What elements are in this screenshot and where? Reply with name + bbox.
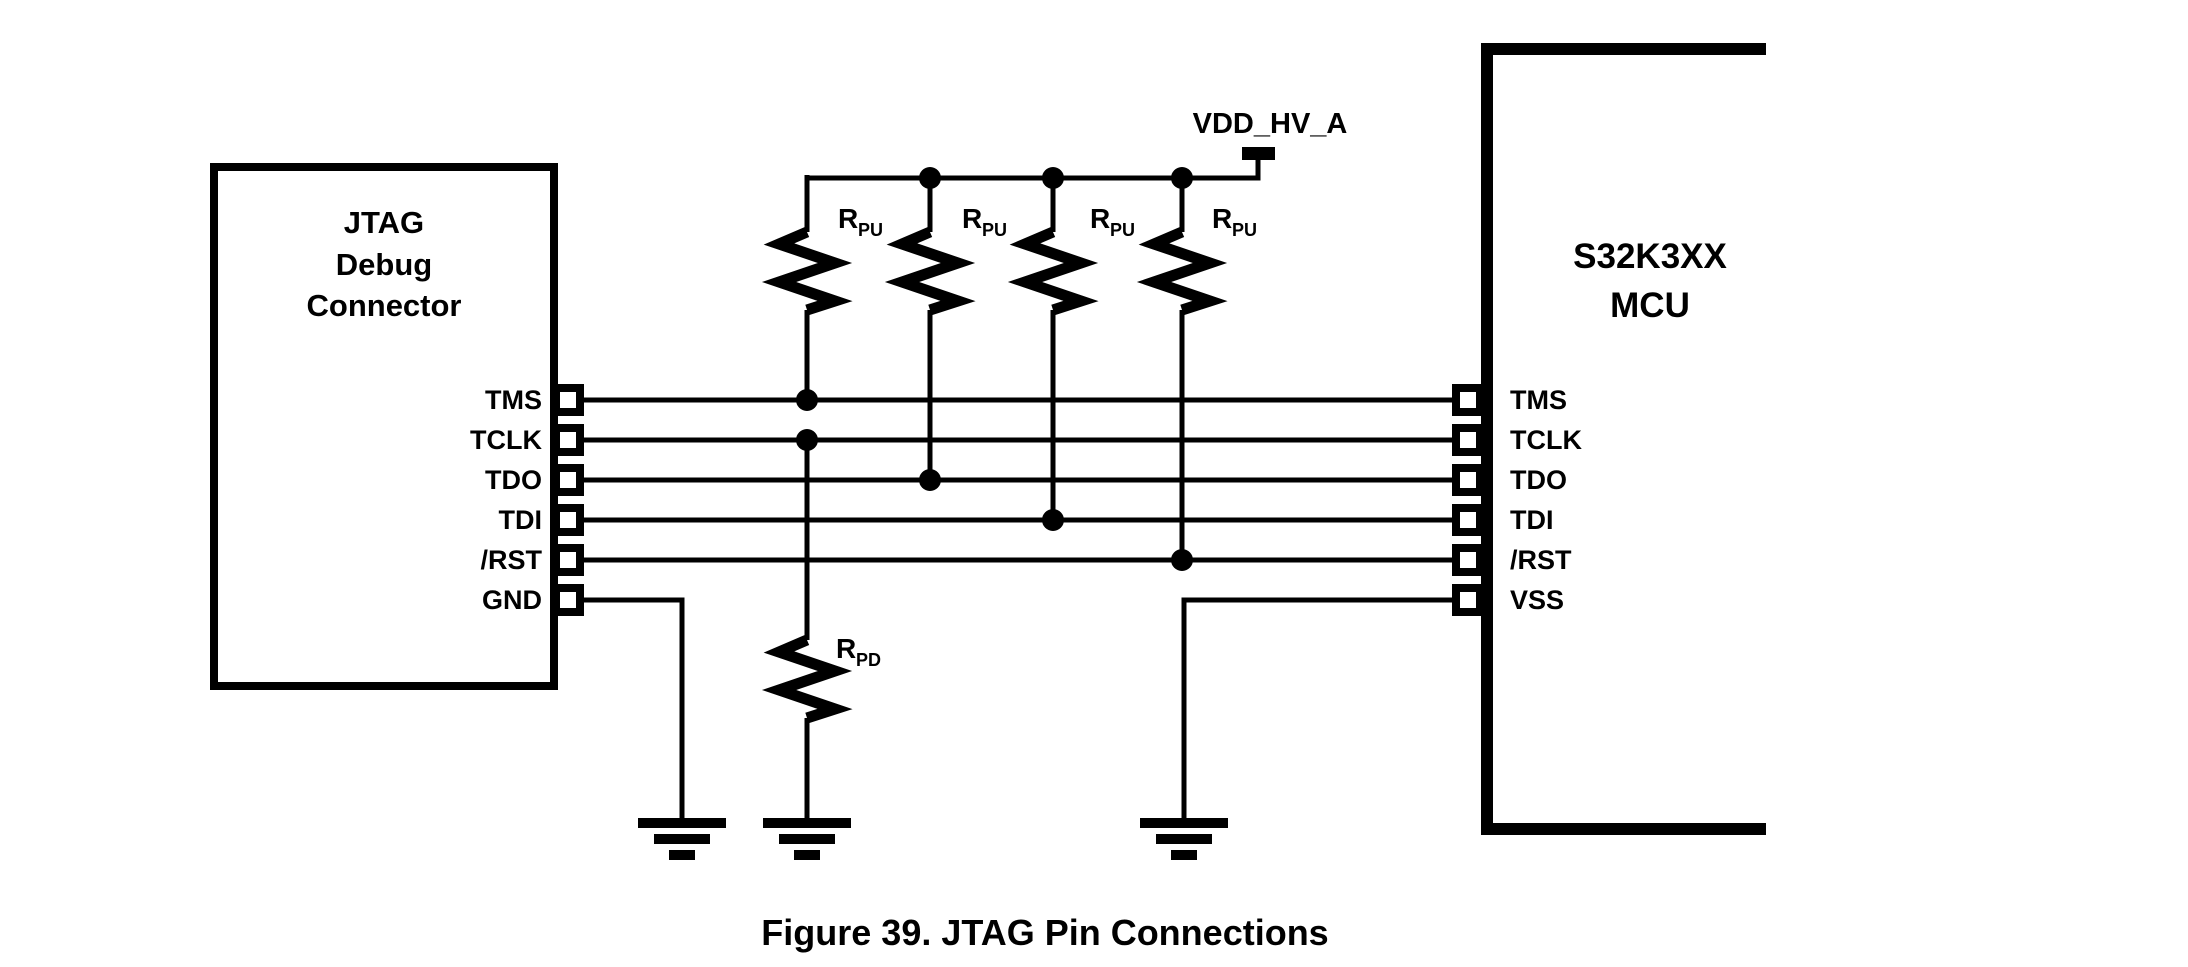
pulldown-label-sub: PD bbox=[856, 650, 881, 670]
jtag-pin-label-rst: /RST bbox=[480, 545, 542, 575]
jtag-box-title-line2: Debug bbox=[336, 247, 432, 282]
pullup-label-main: R bbox=[1212, 203, 1232, 234]
junction-dot bbox=[1171, 167, 1193, 189]
signal-wires bbox=[584, 397, 1452, 818]
pullup-label-sub: PU bbox=[1110, 220, 1135, 240]
mcu-pin-label-tms: TMS bbox=[1510, 385, 1567, 415]
junction-dot bbox=[919, 167, 941, 189]
junction-dots bbox=[796, 167, 1193, 571]
pullup-label-sub: PU bbox=[982, 220, 1007, 240]
jtag-pin-label-tdo: TDO bbox=[485, 465, 542, 495]
jtag-pin-label-tclk: TCLK bbox=[470, 425, 542, 455]
junction-dot bbox=[1042, 509, 1064, 531]
jtag-pin-label-tms: TMS bbox=[485, 385, 542, 415]
jtag-box-title-line3: Connector bbox=[307, 288, 462, 323]
mcu-pin-label-tclk: TCLK bbox=[1510, 425, 1582, 455]
vdd-supply-symbol bbox=[1242, 147, 1275, 160]
vdd-rail: VDD_HV_A bbox=[807, 108, 1348, 181]
mcu-box: S32K3XX MCU TMS TCLK TDO TDI /RST VSS bbox=[1452, 43, 1766, 835]
mcu-pin-label-rst: /RST bbox=[1510, 545, 1572, 575]
resistor-zigzag bbox=[1007, 226, 1099, 316]
vdd-net-label: VDD_HV_A bbox=[1193, 108, 1348, 140]
ground-symbol-gnd bbox=[638, 818, 726, 860]
jtag-pin-label-gnd: GND bbox=[482, 585, 542, 615]
pullup-resistor-tms: R PU bbox=[761, 175, 883, 400]
junction-dot bbox=[1042, 167, 1064, 189]
junction-dot bbox=[919, 469, 941, 491]
resistor-zigzag bbox=[884, 226, 976, 316]
pullup-label-main: R bbox=[962, 203, 982, 234]
vdd-rail-wire bbox=[807, 160, 1261, 181]
mcu-pin-pads bbox=[1452, 384, 1484, 616]
pullup-resistor-rst: R PU bbox=[1136, 178, 1257, 560]
pullup-label-main: R bbox=[838, 203, 858, 234]
pullup-label-main: R bbox=[1090, 203, 1110, 234]
pullup-label-sub: PU bbox=[1232, 220, 1257, 240]
pulldown-resistor-tclk: R PD bbox=[761, 440, 881, 818]
pullup-label-sub: PU bbox=[858, 220, 883, 240]
junction-dot bbox=[796, 389, 818, 411]
pulldown-label-main: R bbox=[836, 633, 856, 664]
mcu-box-title-line2: MCU bbox=[1610, 286, 1690, 325]
resistor-zigzag bbox=[1136, 226, 1228, 316]
mcu-pin-label-tdi: TDI bbox=[1510, 505, 1554, 535]
ground-symbol-vss bbox=[1140, 818, 1228, 860]
jtag-connector-box: JTAG Debug Connector TMS TCLK TDO TDI /R… bbox=[210, 163, 584, 690]
mcu-pin-label-tdo: TDO bbox=[1510, 465, 1567, 495]
mcu-pin-label-vss: VSS bbox=[1510, 585, 1564, 615]
junction-dot bbox=[796, 429, 818, 451]
figure-caption: Figure 39. JTAG Pin Connections bbox=[761, 912, 1328, 953]
wire-vss bbox=[1181, 597, 1452, 818]
jtag-pin-label-tdi: TDI bbox=[499, 505, 543, 535]
pullup-resistor-tdo: R PU bbox=[884, 178, 1007, 480]
resistor-zigzag bbox=[761, 634, 853, 724]
pullup-resistor-tdi: R PU bbox=[1007, 178, 1135, 520]
wire-gnd bbox=[584, 597, 685, 818]
resistor-zigzag bbox=[761, 226, 853, 316]
ground-symbol-rpd bbox=[763, 818, 851, 860]
junction-dot bbox=[1171, 549, 1193, 571]
mcu-box-outline bbox=[1481, 43, 1766, 835]
jtag-pin-pads bbox=[552, 384, 584, 616]
mcu-box-title-line1: S32K3XX bbox=[1573, 237, 1727, 276]
jtag-box-title-line1: JTAG bbox=[344, 205, 424, 240]
